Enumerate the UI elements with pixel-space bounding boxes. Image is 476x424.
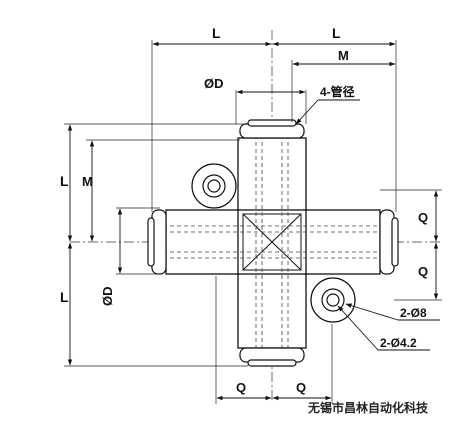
dim-label-Q-bottom-right: Q [296,380,306,395]
dim-label-D-left: ØD [100,287,115,307]
mounting-hole-lower [310,277,356,323]
company-watermark: 无锡市昌林自动化科技 [307,400,429,415]
tube-diameter-note: 4-管径 [320,84,355,99]
dim-label-Q-right-upper: Q [418,210,428,225]
mounting-hole-upper [191,163,237,209]
dim-label-L-left-lower: L [60,289,69,305]
dim-label-L-top-left: L [212,25,221,41]
dim-label-Q-bottom-left: Q [236,380,246,395]
dim-label-L-top-right: L [332,25,341,41]
dim-label-L-left-upper: L [60,173,69,189]
collets [147,119,399,367]
hole-callout-outer: 2-Ø8 [400,306,427,320]
hidden-bore-lines [156,128,390,358]
dimension-lines [67,41,439,401]
hole-callout-inner: 2-Ø4.2 [380,336,417,350]
dim-label-D-top: ØD [204,76,224,91]
dim-label-M-left: M [82,174,93,189]
dim-label-M-top: M [338,48,349,63]
center-block-x [242,213,302,271]
dim-label-Q-right-lower: Q [418,264,428,279]
leader-lines [295,99,440,351]
